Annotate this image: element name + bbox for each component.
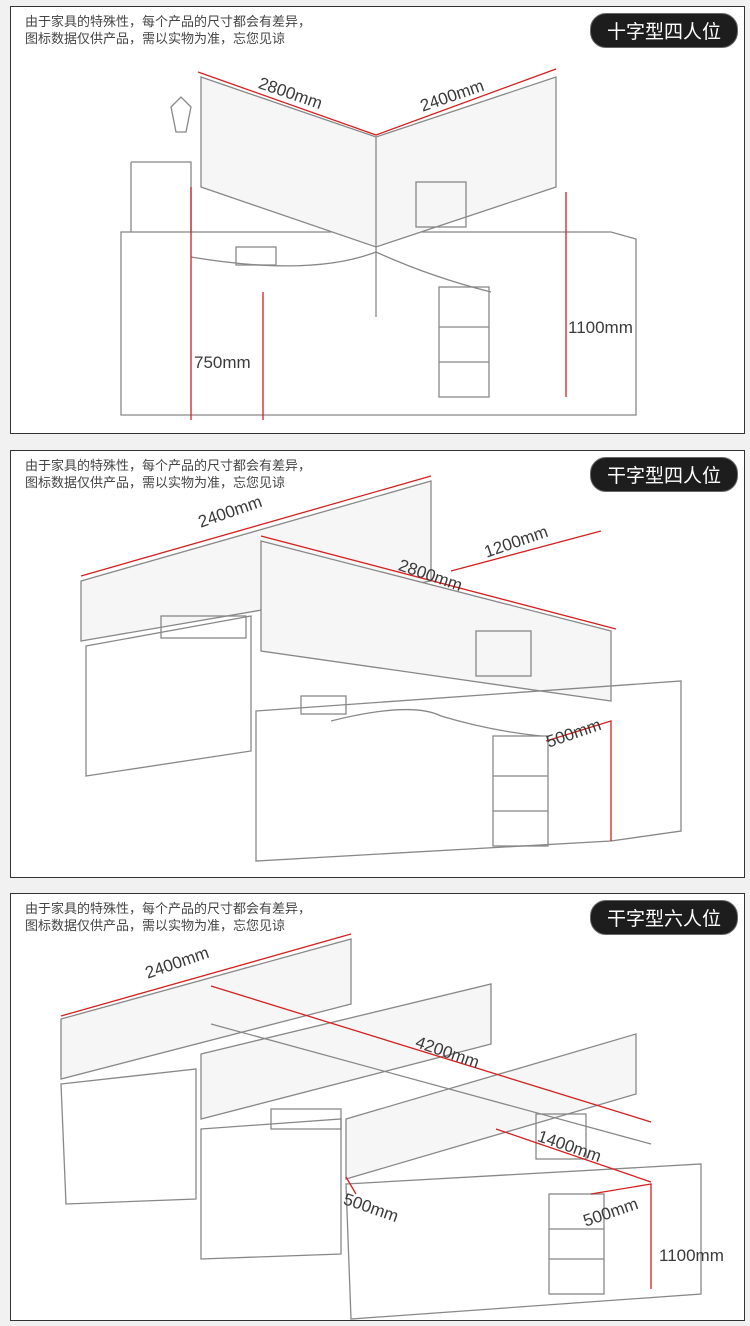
- panel-gan-six-seat: 由于家具的特殊性，每个产品的尺寸都会有差异， 图标数据仅供产品，需以实物为准，忘您…: [10, 893, 745, 1321]
- note-line: 由于家具的特殊性，每个产品的尺寸都会有差异，: [25, 901, 312, 916]
- disclaimer-note: 由于家具的特殊性，每个产品的尺寸都会有差异， 图标数据仅供产品，需以实物为准，忘您…: [25, 457, 311, 491]
- note-line: 由于家具的特殊性，每个产品的尺寸都会有差异，: [25, 14, 312, 29]
- panel-cross-four-seat: 由于家具的特殊性，每个产品的尺寸都会有差异， 图标数据仅供产品，需以实物为准，忘您…: [10, 6, 745, 434]
- note-line: 由于家具的特殊性，每个产品的尺寸都会有差异，: [25, 458, 312, 473]
- disclaimer-note: 由于家具的特殊性，每个产品的尺寸都会有差异， 图标数据仅供产品，需以实物为准，忘您…: [25, 13, 311, 47]
- layout-badge: 干字型六人位: [589, 900, 738, 935]
- desk-drawing: [60, 933, 702, 1320]
- desk-drawing: [80, 475, 682, 862]
- disclaimer-note: 由于家具的特殊性，每个产品的尺寸都会有差异， 图标数据仅供产品，需以实物为准，忘您…: [25, 900, 311, 934]
- layout-badge: 干字型四人位: [589, 457, 738, 492]
- dimension-label: 1100mm: [659, 1246, 724, 1265]
- note-line: 图标数据仅供产品，需以实物为准，忘您见谅: [25, 31, 286, 46]
- note-line: 图标数据仅供产品，需以实物为准，忘您见谅: [25, 918, 286, 933]
- desk-drawing: [120, 68, 637, 420]
- layout-badge: 十字型四人位: [589, 13, 738, 48]
- panel-gan-four-seat: 由于家具的特殊性，每个产品的尺寸都会有差异， 图标数据仅供产品，需以实物为准，忘您…: [10, 450, 745, 878]
- dimension-label: 1100mm: [568, 318, 633, 337]
- note-line: 图标数据仅供产品，需以实物为准，忘您见谅: [25, 475, 286, 490]
- dimension-label: 750mm: [194, 353, 251, 372]
